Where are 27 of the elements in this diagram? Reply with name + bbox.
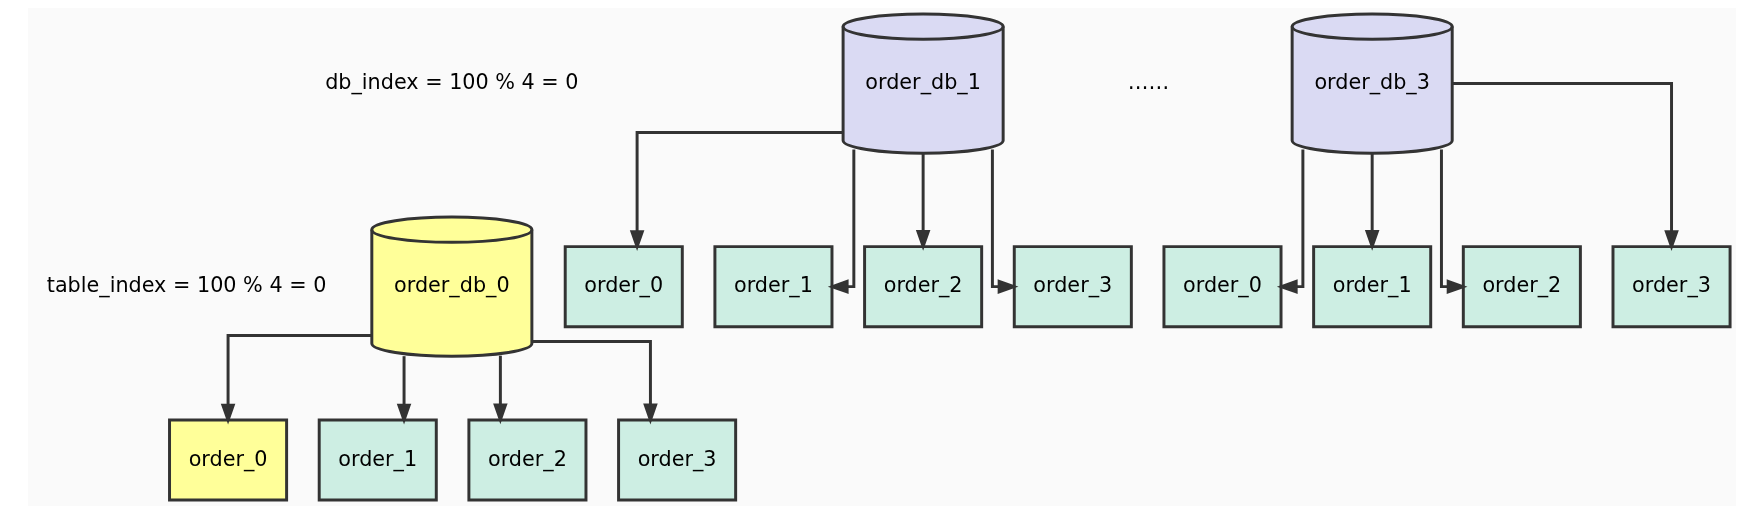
label: table_index = 100 % 4 = 0: [46, 273, 327, 298]
node-box: order_3: [1611, 245, 1732, 329]
node-box: order_3: [617, 418, 738, 502]
node-box: order_3: [1012, 245, 1133, 329]
arrow: [915, 153, 931, 251]
node-box: order_0: [168, 418, 289, 502]
label: db_index = 100 % 4 = 0: [325, 70, 579, 95]
arrow: [220, 334, 372, 425]
arrow: [493, 355, 508, 425]
arrow: [827, 149, 856, 294]
label: ……: [1127, 70, 1170, 95]
node-box: order_2: [1461, 245, 1582, 329]
node-box: order_2: [863, 245, 984, 329]
node-box: order_0: [563, 245, 684, 329]
arrow: [532, 340, 658, 425]
arrow: [1452, 82, 1679, 251]
node-box: order_2: [467, 418, 588, 502]
node-box: order_0: [1162, 245, 1283, 329]
arrow: [1364, 153, 1380, 251]
arrow: [990, 149, 1019, 294]
arrow: [629, 131, 844, 252]
node-box: order_1: [713, 245, 834, 329]
arrow: [1439, 149, 1468, 294]
arrow: [1276, 149, 1305, 294]
node-box: order_1: [317, 418, 438, 502]
arrow: [396, 356, 412, 425]
node-box: order_1: [1312, 245, 1433, 329]
